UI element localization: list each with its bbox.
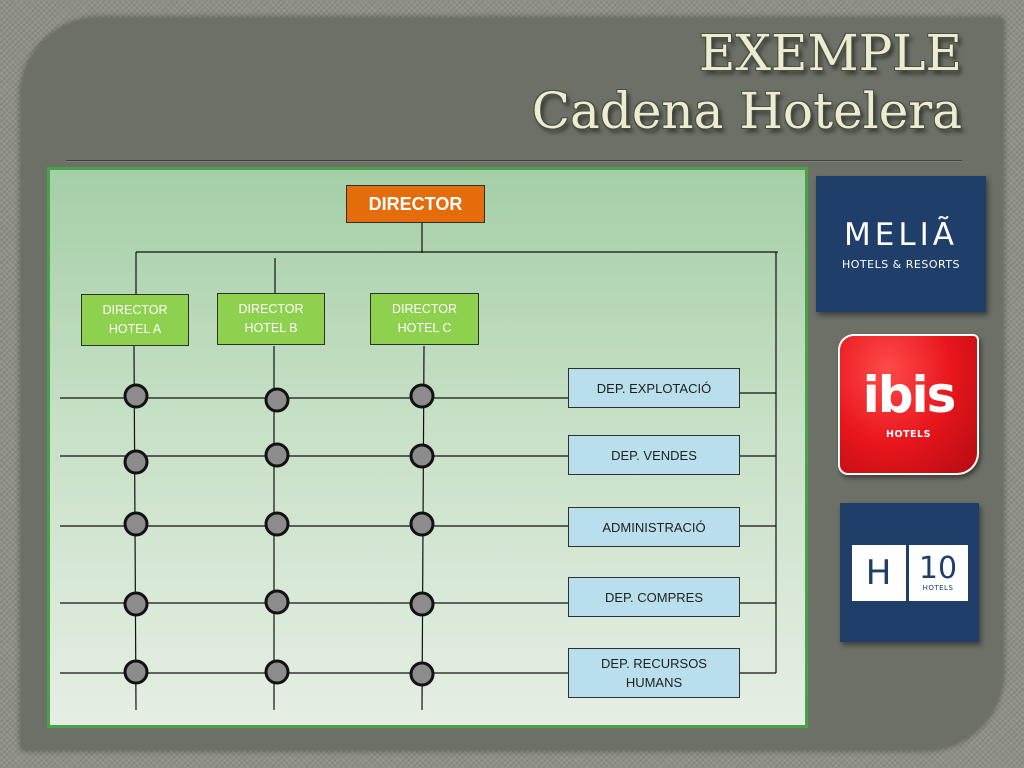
- connection-node: [123, 591, 149, 617]
- connection-node: [123, 449, 149, 475]
- ibis-logo-subtitle: HOTELS: [886, 429, 931, 440]
- h10-logo: H 10 HOTELS: [840, 503, 979, 642]
- connection-node: [409, 511, 435, 537]
- title-divider: [66, 160, 962, 161]
- department-box: DEP. VENDES: [568, 435, 740, 475]
- department-line-1: ADMINISTRACIÓ: [602, 519, 706, 535]
- ibis-logo: ibis HOTELS: [838, 334, 979, 475]
- hotel-director-box: DIRECTOR HOTEL C: [370, 293, 479, 345]
- department-box: DEP. EXPLOTACIÓ: [568, 368, 740, 408]
- department-line-1: DEP. RECURSOS: [601, 656, 707, 671]
- h10-logo-letter: H: [852, 544, 909, 601]
- connection-node: [264, 387, 290, 413]
- hotel-box-line-2: HOTEL B: [244, 321, 298, 335]
- hotel-box-line-1: DIRECTOR: [238, 302, 304, 316]
- department-line-1: DEP. COMPRES: [604, 589, 703, 605]
- connection-node: [123, 659, 149, 685]
- hotel-box-line-1: DIRECTOR: [102, 303, 168, 317]
- h10-logo-number: 10: [918, 550, 958, 586]
- department-box: ADMINISTRACIÓ: [568, 507, 740, 547]
- connection-node: [409, 591, 435, 617]
- melia-logo-subtitle: HOTELS & RESORTS: [841, 257, 961, 271]
- org-chart-panel: DIRECTOR DIRECTOR HOTEL A DIRECTOR HOTEL…: [47, 167, 808, 728]
- connection-node: [264, 589, 290, 615]
- hotel-director-box: DIRECTOR HOTEL B: [217, 293, 325, 345]
- connection-node: [409, 443, 435, 469]
- h10-logo-card: H 10 HOTELS: [851, 544, 968, 601]
- connection-node: [264, 442, 290, 468]
- h10-logo-subtitle: HOTELS: [922, 583, 954, 592]
- connection-node: [123, 383, 149, 409]
- melia-logo-name: MELIÃ: [844, 216, 958, 253]
- h10-logo-number-block: 10 HOTELS: [909, 545, 968, 601]
- department-box: DEP. COMPRES: [568, 577, 740, 617]
- hotel-box-line-2: HOTEL C: [397, 321, 452, 335]
- slide-title: EXEMPLE Cadena Hotelera: [532, 24, 962, 140]
- department-line-1: DEP. VENDES: [611, 447, 697, 463]
- hotel-director-box: DIRECTOR HOTEL A: [81, 294, 189, 346]
- department-box: DEP. RECURSOS HUMANS: [568, 648, 740, 698]
- connection-node: [264, 659, 290, 685]
- ibis-logo-name: ibis: [862, 366, 957, 424]
- title-line-2: Cadena Hotelera: [531, 82, 962, 140]
- hotel-box-line-2: HOTEL A: [108, 322, 162, 336]
- connection-node: [409, 383, 435, 409]
- department-line-1: DEP. EXPLOTACIÓ: [596, 380, 712, 396]
- connection-node: [264, 511, 290, 537]
- connector-lines: [60, 223, 778, 711]
- melia-logo: MELIÃ HOTELS & RESORTS: [816, 176, 986, 312]
- title-line-1: EXEMPLE: [698, 24, 962, 82]
- hotel-box-line-1: DIRECTOR: [391, 302, 458, 316]
- director-box: DIRECTOR: [346, 185, 485, 223]
- connection-node: [123, 511, 149, 537]
- department-line-2: HUMANS: [625, 675, 683, 690]
- connection-node: [409, 661, 435, 687]
